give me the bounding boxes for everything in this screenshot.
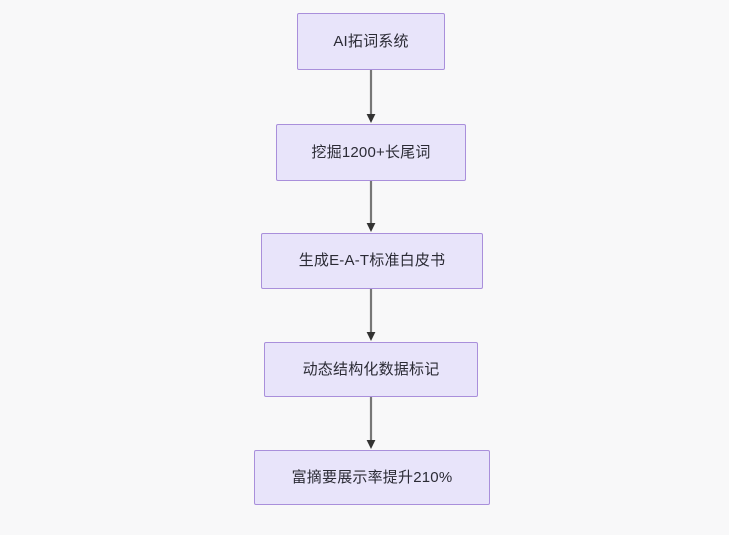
edge-n2-n3 [364, 181, 378, 233]
flowchart-node-rich-snippet-impression-uplift[interactable]: 富摘要展示率提升210% [254, 450, 490, 505]
node-label: 生成E-A-T标准白皮书 [298, 252, 446, 269]
node-label: 动态结构化数据标记 [302, 360, 440, 378]
node-label: AI拓词系统 [333, 32, 409, 50]
flowchart-node-generate-eat-whitepaper[interactable]: 生成E-A-T标准白皮书 [261, 233, 483, 289]
node-label: 挖掘1200+长尾词 [311, 143, 431, 161]
node-label: 富摘要展示率提升210% [291, 468, 453, 486]
flowchart-node-dynamic-structured-data-markup[interactable]: 动态结构化数据标记 [264, 342, 478, 397]
edge-n3-n4 [364, 289, 378, 342]
edge-n1-n2 [364, 70, 378, 124]
flowchart-node-mine-longtail-keywords[interactable]: 挖掘1200+长尾词 [276, 124, 466, 181]
flowchart-node-ai-keyword-system[interactable]: AI拓词系统 [297, 13, 445, 70]
edge-n4-n5 [364, 397, 378, 450]
